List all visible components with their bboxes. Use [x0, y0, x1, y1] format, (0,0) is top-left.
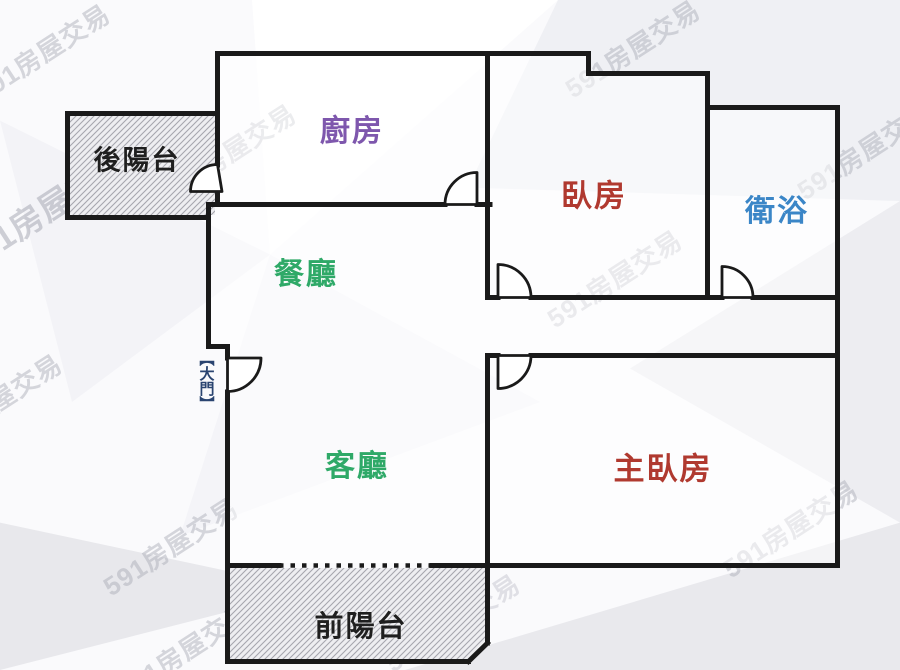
entry-door-label: 【大門】 — [197, 351, 215, 411]
back-balcony-hatch — [70, 116, 215, 215]
floorplan-interior — [211, 56, 835, 563]
living-room-label: 客廳 — [325, 450, 389, 483]
walls — [65, 51, 840, 666]
kitchen-door — [443, 171, 479, 206]
bedroom-door — [496, 263, 533, 299]
back-balcony-label: 後陽台 — [93, 145, 181, 176]
entry-door — [226, 356, 263, 393]
kitchen-label: 廚房 — [320, 115, 384, 148]
master-bedroom-door — [496, 354, 533, 390]
bathroom-door — [720, 265, 755, 299]
bathroom-label: 衛浴 — [745, 195, 809, 228]
doors — [189, 163, 755, 393]
master-bedroom-label: 主臥房 — [613, 451, 713, 487]
back-balcony-door — [189, 163, 224, 193]
front-balcony-label: 前陽台 — [314, 611, 408, 643]
bedroom-label: 臥房 — [561, 178, 627, 214]
dining-room-label: 餐廳 — [274, 258, 338, 291]
front-balcony-hatch — [230, 568, 485, 660]
